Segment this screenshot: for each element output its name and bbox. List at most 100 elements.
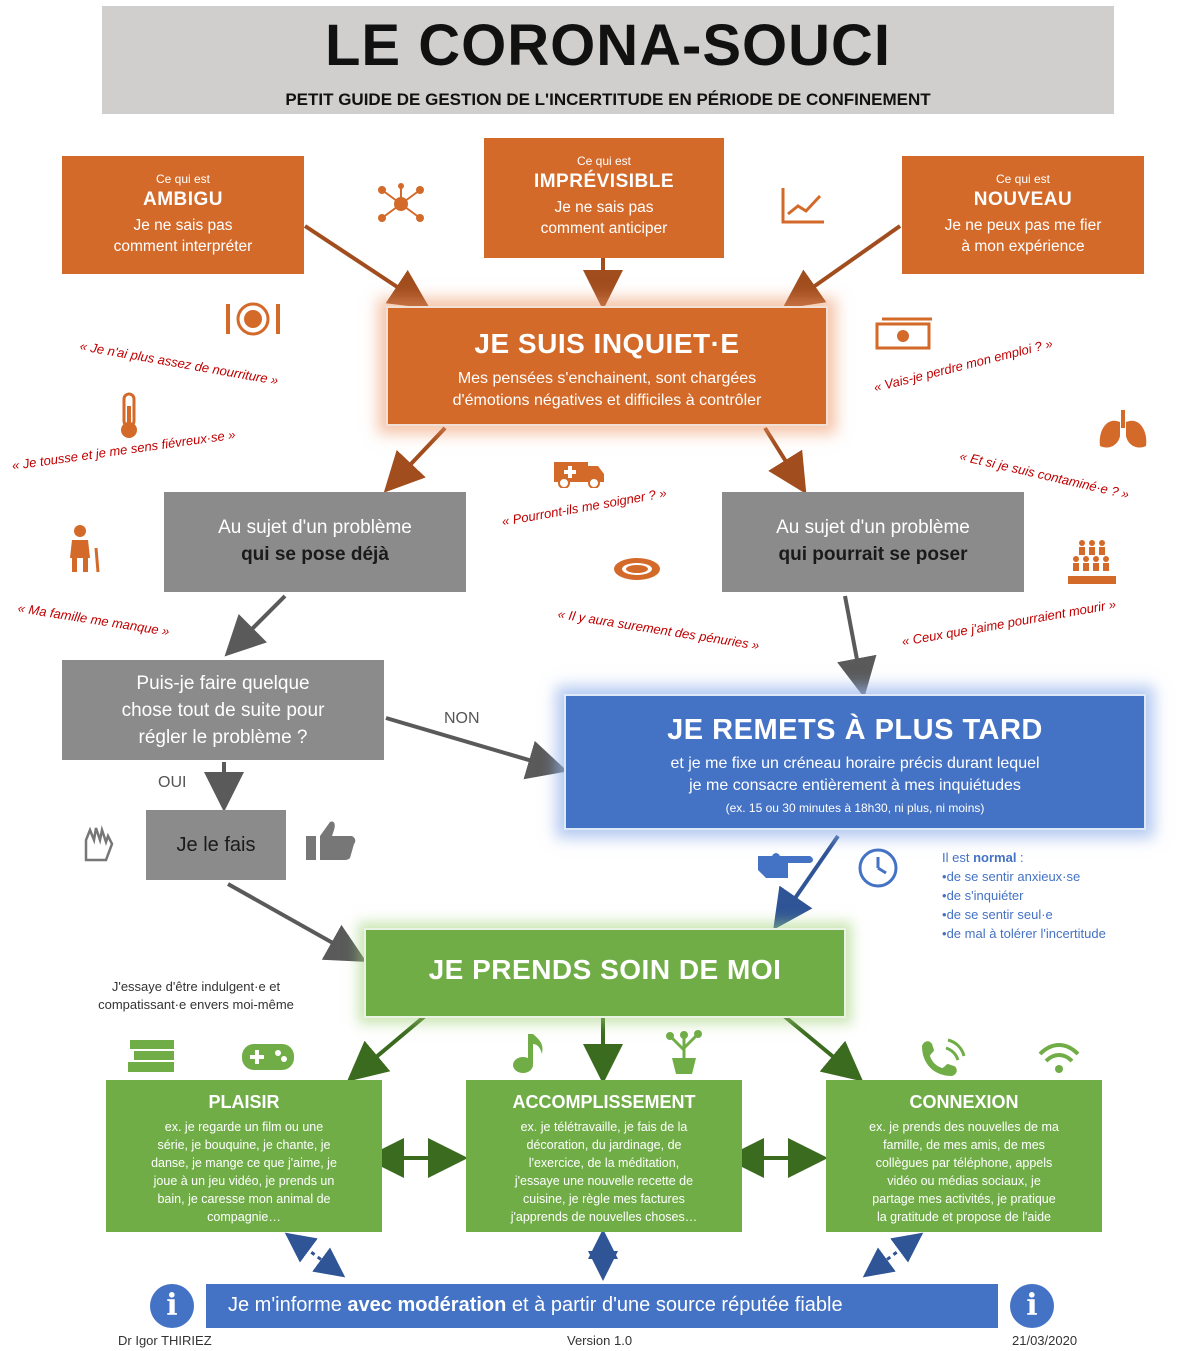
question-line: Puis-je faire quelque xyxy=(136,673,310,694)
phone-icon xyxy=(922,1038,966,1076)
elderly-person-icon xyxy=(70,525,100,573)
activity-title: PLAISIR xyxy=(208,1092,280,1112)
activity-line: l'exercice, de la méditation, xyxy=(528,1156,680,1170)
arrow-plaisir-info xyxy=(284,1232,346,1278)
thermometer-icon xyxy=(121,392,137,438)
activity-line: compagnie… xyxy=(207,1210,281,1224)
label-oui: OUI xyxy=(158,774,187,791)
arrow-connexion-info xyxy=(862,1232,924,1278)
activity-title: ACCOMPLISSEMENT xyxy=(512,1092,696,1112)
normal-item: de mal à tolérer l'incertitude xyxy=(942,924,1106,943)
postpone-line: et je me fixe un créneau horaire précis … xyxy=(670,755,1040,772)
wifi-icon xyxy=(1038,1043,1080,1073)
footer-date: 21/03/2020 xyxy=(1012,1333,1078,1348)
info-icon: i xyxy=(1010,1284,1054,1328)
activity-line: j'essaye une nouvelle recette de xyxy=(514,1174,694,1188)
arrow-care-to-connexion xyxy=(782,1014,864,1082)
self-care-title: JE PRENDS SOIN DE MOI xyxy=(428,954,782,985)
self-care-box: JE PRENDS SOIN DE MOI xyxy=(364,928,846,1018)
question-box: Puis-je faire quelque chose tout de suit… xyxy=(62,660,384,760)
activity-line: famille, de mes amis, de mes xyxy=(883,1138,1045,1152)
worry-line: d'émotions négatives et difficiles à con… xyxy=(452,392,762,409)
note-line: compatissant·e envers moi-même xyxy=(98,997,294,1012)
source-line: comment anticiper xyxy=(540,220,668,237)
normal-list: Il est normal : de se sentir anxieux·se … xyxy=(942,848,1106,943)
problem-existing-box: Au sujet d'un problème qui se pose déjà xyxy=(164,492,466,592)
worry-title: JE SUIS INQUIET·E xyxy=(474,328,740,359)
source-prefix: Ce qui est xyxy=(995,172,1051,186)
activity-line: la gratitude et propose de l'aide xyxy=(876,1210,1052,1224)
info-bold: avec modération xyxy=(347,1294,507,1316)
lungs-icon xyxy=(1099,410,1147,448)
source-name: NOUVEAU xyxy=(973,189,1073,210)
arrow-postpone-to-care xyxy=(773,834,840,930)
normal-colon: : xyxy=(1016,850,1024,865)
postpone-example: (ex. 15 ou 30 minutes à 18h30, ni plus, … xyxy=(725,801,985,815)
arrow-non xyxy=(385,716,568,780)
do-it-label: Je le fais xyxy=(176,834,256,856)
info-bar: Je m'informe avec modération et à partir… xyxy=(206,1284,998,1328)
pointing-hand-icon xyxy=(758,853,813,878)
activity-card-connexion: CONNEXION ex. je prends des nouvelles de… xyxy=(826,1080,1102,1232)
network-icon xyxy=(378,183,424,222)
activity-line: cuisine, je règle mes factures xyxy=(523,1192,685,1206)
problem-potential-box: Au sujet d'un problème qui pourrait se p… xyxy=(722,492,1024,592)
arrow-nouveau-to-worry xyxy=(782,224,902,309)
arrow-potential-to-postpone xyxy=(837,595,877,698)
arrow-dofix-to-care xyxy=(227,882,367,962)
arrow-existing-to-question xyxy=(224,594,287,657)
activity-line: série, je bouquine, je chante, je xyxy=(157,1138,331,1152)
activity-line: ex. je regarde un film ou une xyxy=(164,1120,324,1134)
plate-cutlery-icon xyxy=(226,302,280,336)
clock-icon xyxy=(858,848,898,888)
activity-line: ex. je prends des nouvelles de ma xyxy=(869,1120,1059,1134)
activity-line: joue à un jeu vidéo, je prends un xyxy=(153,1174,335,1188)
source-line: comment interpréter xyxy=(113,238,253,255)
normal-bold: normal xyxy=(973,850,1017,865)
postpone-box: JE REMETS À PLUS TARD et je me fixe un c… xyxy=(564,694,1146,830)
source-name: IMPRÉVISIBLE xyxy=(533,171,675,192)
source-box-ambigu: Ce qui est AMBIGU Je ne sais pas comment… xyxy=(62,156,304,274)
problem-line: Au sujet d'un problème xyxy=(776,517,970,538)
activity-line: bain, je caresse mon animal de xyxy=(157,1192,331,1206)
source-line: Je ne sais pas xyxy=(554,199,654,216)
empty-plate-icon xyxy=(614,558,660,580)
source-name: AMBIGU xyxy=(142,189,224,210)
problem-line: Au sujet d'un problème xyxy=(218,517,412,538)
page-title: LE CORONA-SOUCI xyxy=(325,13,891,78)
source-prefix: Ce qui est xyxy=(576,154,632,168)
problem-line-bold: qui se pose déjà xyxy=(241,544,389,565)
thumbs-up-icon xyxy=(306,821,356,860)
money-icon xyxy=(875,317,932,350)
music-note-icon xyxy=(513,1034,543,1073)
source-line: Je ne peux pas me fier xyxy=(944,217,1102,234)
footer-author: Dr Igor THIRIEZ xyxy=(118,1333,212,1348)
arrow-worry-to-existing xyxy=(383,426,447,493)
note-line: J'essaye d'être indulgent·e et xyxy=(111,979,281,994)
source-prefix: Ce qui est xyxy=(155,172,211,186)
info-text: et à partir d'une source réputée fiable xyxy=(506,1294,843,1316)
activity-card-accomplissement: ACCOMPLISSEMENT ex. je télétravaille, je… xyxy=(466,1080,742,1232)
self-compassion-note: J'essaye d'être indulgent·e et compatiss… xyxy=(64,978,328,1014)
source-line: Je ne sais pas xyxy=(133,217,233,234)
plant-icon xyxy=(666,1030,702,1074)
footer-version: Version 1.0 xyxy=(567,1333,633,1348)
question-line: chose tout de suite pour xyxy=(121,700,325,721)
source-box-imprevisible: Ce qui est IMPRÉVISIBLE Je ne sais pas c… xyxy=(484,138,724,258)
label-non: NON xyxy=(444,710,480,727)
info-text: Je m'informe xyxy=(228,1294,348,1316)
worry-box: JE SUIS INQUIET·E Mes pensées s'enchaine… xyxy=(386,306,828,426)
activity-line: partage mes activités, je pratique xyxy=(872,1192,1056,1206)
activity-line: j'apprends de nouvelles choses… xyxy=(510,1210,698,1224)
gamepad-icon xyxy=(242,1044,294,1070)
books-icon xyxy=(128,1040,174,1072)
normal-item: de se sentir anxieux·se xyxy=(942,867,1106,886)
rising-chart-icon xyxy=(781,188,824,224)
arrow-ambigu-to-worry xyxy=(303,224,431,309)
do-it-box: Je le fais xyxy=(146,810,286,880)
activity-line: décoration, du jardinage, de xyxy=(526,1138,682,1152)
worry-line: Mes pensées s'enchainent, sont chargées xyxy=(457,370,757,387)
arrow-care-to-plaisir xyxy=(346,1014,427,1082)
normal-item: de se sentir seul·e xyxy=(942,905,1106,924)
